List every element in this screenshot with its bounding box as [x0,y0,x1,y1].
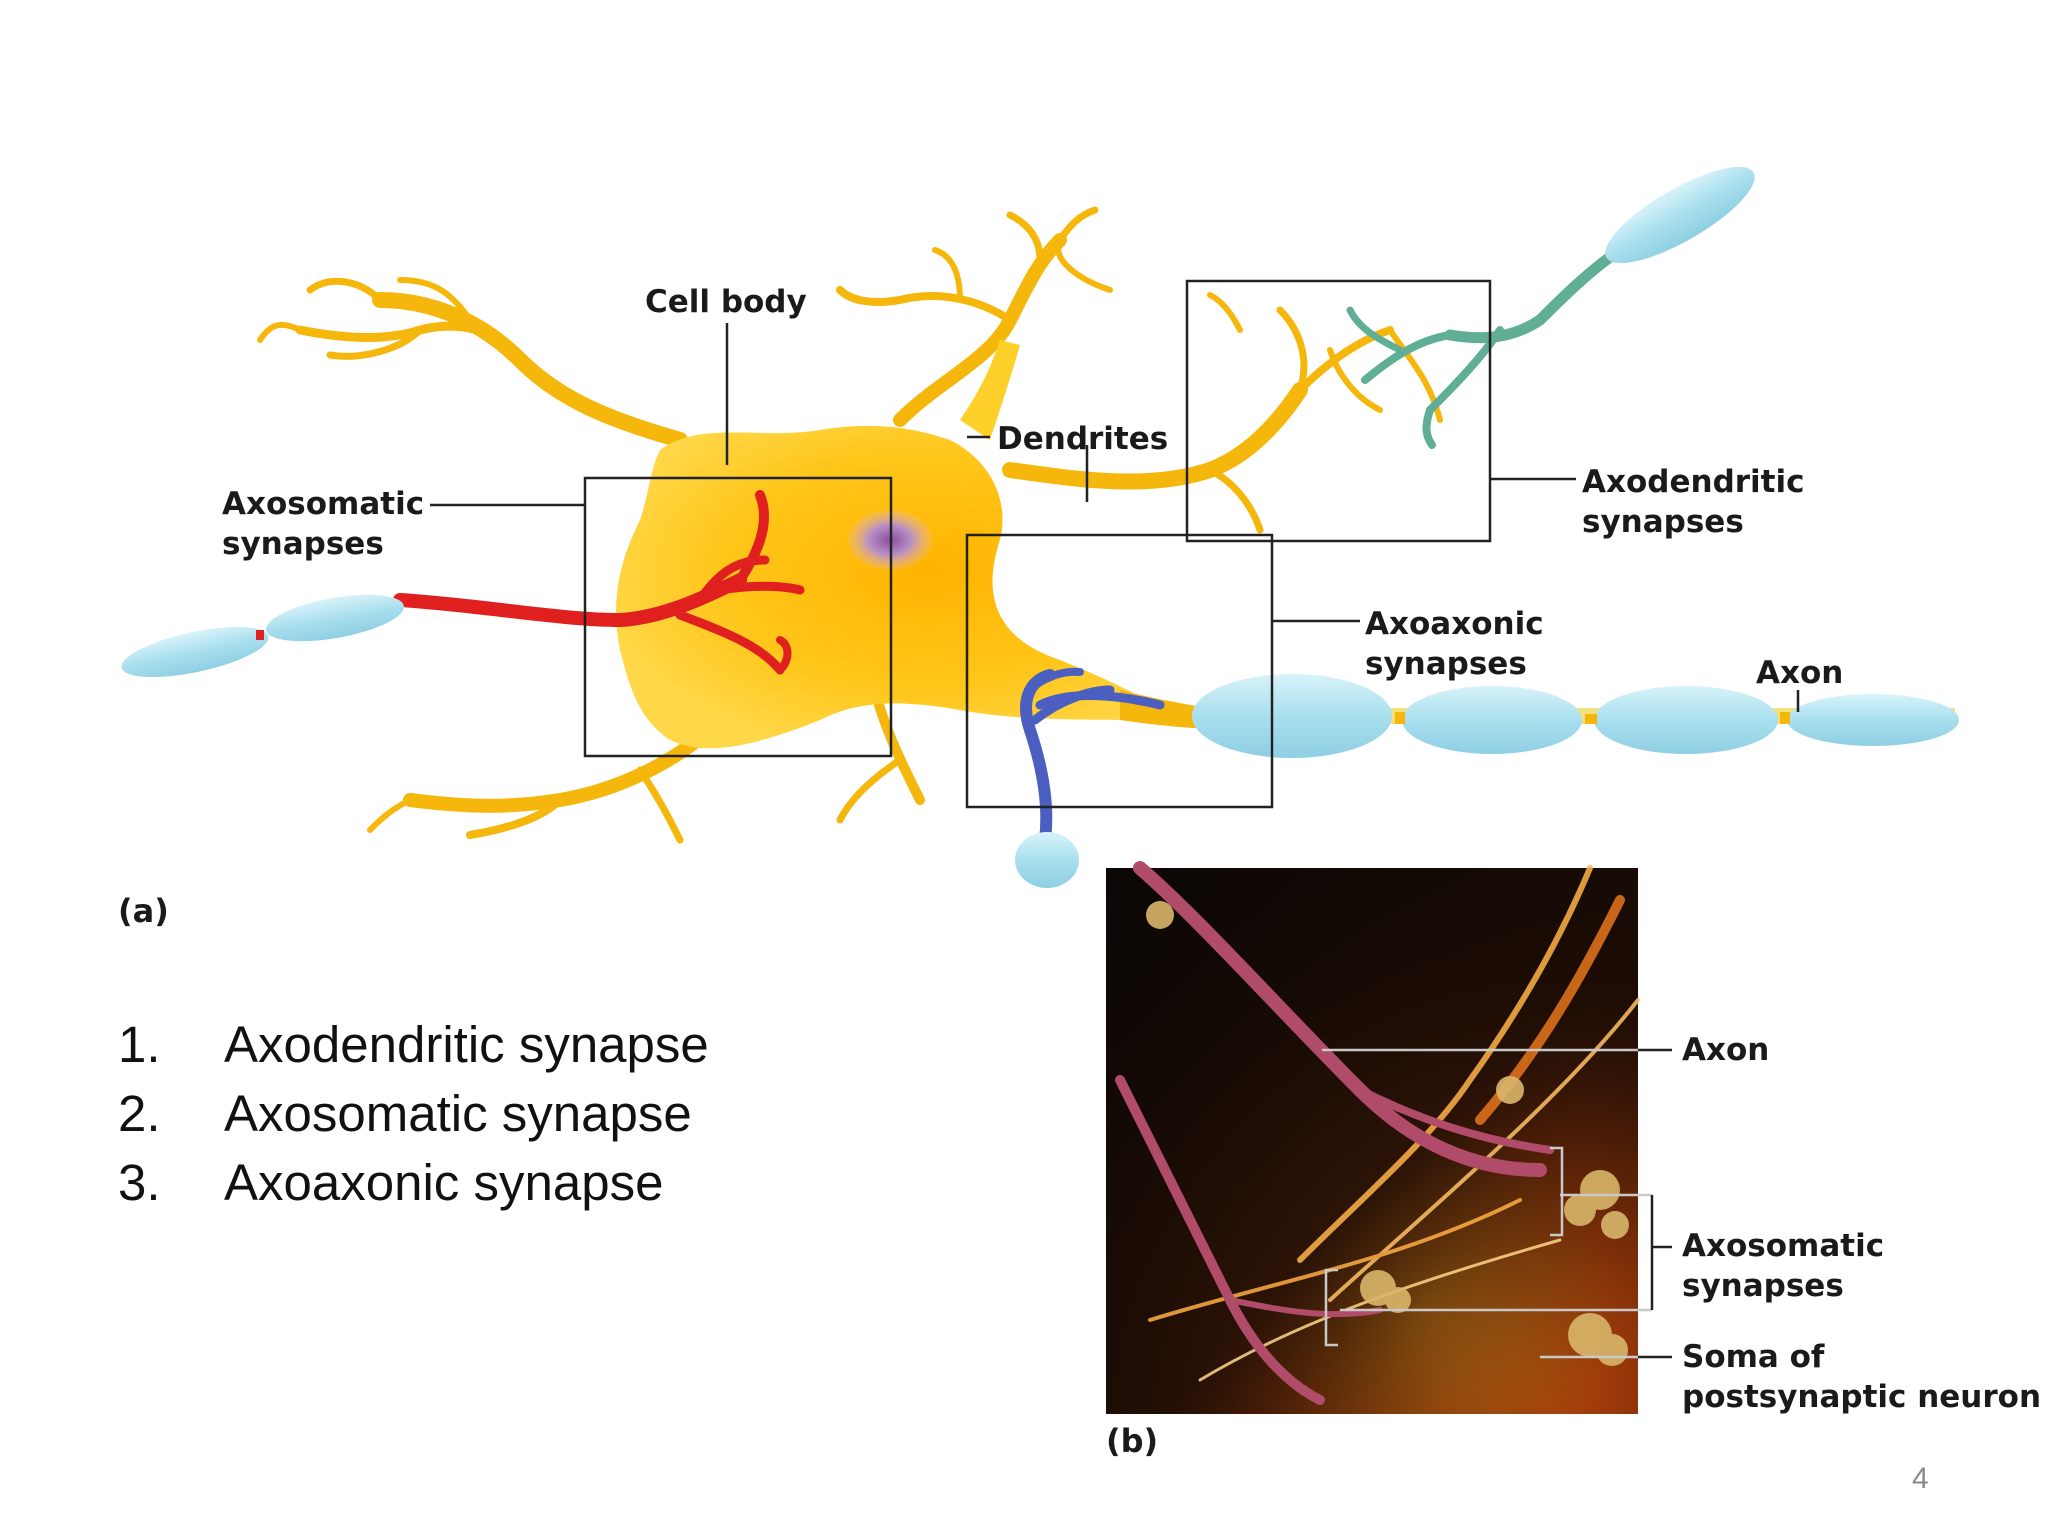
red-axon-terminal [393,490,805,675]
axon-myelin [1192,674,1959,758]
list-number: 3. [118,1154,161,1211]
list-item: 3. Axoaxonic synapse [118,1148,709,1217]
list-text: Axodendritic synapse [224,1016,709,1073]
label-axon: Axon [1756,655,1843,691]
panel-b-tag: (b) [1106,1422,1158,1460]
label-dendrites: Dendrites [997,421,1168,457]
list-text: Axosomatic synapse [224,1085,692,1142]
list-item: 2. Axosomatic synapse [118,1079,709,1148]
axoaxonic-box [965,533,1274,809]
list-item: 1. Axodendritic synapse [118,1010,709,1079]
list-text: Axoaxonic synapse [224,1154,664,1211]
left-myelin [121,594,405,678]
label-b-axosomatic-line1: Axosomatic [1682,1228,1884,1264]
list-number: 1. [118,1016,161,1073]
label-axoaxonic-line1: Axoaxonic [1365,606,1544,642]
label-b-soma-line1: Soma of [1682,1339,1825,1375]
label-axoaxonic-line2: synapses [1365,646,1527,682]
label-axosomatic-line2: synapses [222,526,384,562]
label-b-axosomatic-line2: synapses [1682,1268,1844,1304]
label-b-axon: Axon [1682,1032,1769,1068]
label-b-soma-line2: postsynaptic neuron [1682,1379,2041,1415]
label-cell-body: Cell body [645,284,807,320]
cell-body-shape [616,425,1180,749]
dendrites-drawing [257,206,1443,844]
list-number: 2. [118,1085,161,1142]
axosomatic-box [583,476,893,758]
synapse-type-list: 1. Axodendritic synapse 2. Axosomatic sy… [118,1010,709,1217]
label-axodendritic-line2: synapses [1582,504,1744,540]
panel-a-tag: (a) [118,892,169,930]
axodendritic-box [1185,279,1492,543]
page-number: 4 [1912,1462,1929,1495]
teal-axon-terminal [1346,244,1626,449]
label-axosomatic-line1: Axosomatic [222,486,424,522]
label-axodendritic-line1: Axodendritic [1582,464,1805,500]
panel-a-neuron: Cell body Dendrites Axosomatic synapses … [118,166,1959,930]
panel-b-micrograph: Axon Axosomatic synapses Soma of postsyn… [1106,861,2041,1460]
